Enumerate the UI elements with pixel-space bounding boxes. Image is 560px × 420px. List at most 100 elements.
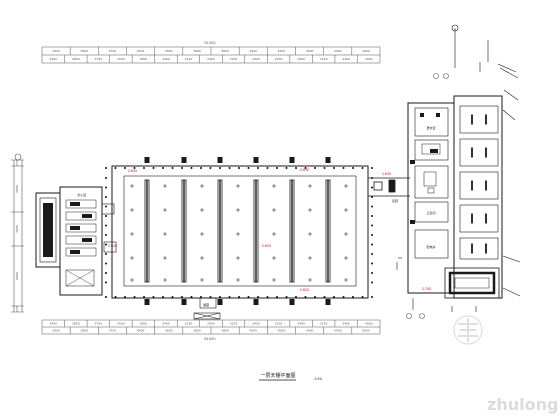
dimension-value: 3400: [306, 49, 314, 53]
dimension-value: 2400: [342, 322, 350, 326]
perimeter-dot: [143, 167, 145, 169]
dimension-value: 4500: [117, 322, 125, 326]
perimeter-dot: [333, 296, 335, 298]
column-top: [325, 157, 331, 163]
dimension-value: 2400: [162, 57, 170, 61]
perimeter-dot: [105, 281, 107, 284]
perimeter-dot: [371, 281, 373, 284]
perimeter-dot: [105, 186, 107, 189]
perimeter-dot: [285, 167, 288, 169]
dimension-value: 3750: [109, 329, 117, 333]
dimension-value: 3750: [109, 49, 117, 53]
ceiling-light-strips: [144, 179, 331, 283]
perimeter-dot: [190, 296, 193, 298]
dimension-value: 2800: [72, 322, 80, 326]
dimension-value: 3600: [15, 225, 19, 233]
perimeter-dot: [162, 167, 164, 169]
corridor: [368, 177, 410, 197]
dimension-value: 4500: [137, 49, 145, 53]
dimension-value: 3800: [221, 329, 229, 333]
perimeter-dot: [200, 167, 202, 169]
dimension-value: 3750: [95, 322, 103, 326]
perimeter-dot: [285, 296, 288, 298]
dimension-value: 4000: [362, 329, 370, 333]
dimension-value: 4500: [249, 329, 257, 333]
main-hall: [111, 165, 369, 299]
perimeter-dot: [105, 296, 107, 298]
watermark-text: zhulong.com: [487, 395, 560, 414]
perimeter-dot: [276, 296, 278, 298]
perimeter-dot: [105, 272, 107, 274]
perimeter-dot: [181, 296, 183, 298]
perimeter-dot: [133, 167, 136, 169]
dimension-value: 4500: [334, 49, 342, 53]
perimeter-dot: [105, 234, 107, 236]
right-wing-bays: [459, 105, 499, 260]
highlighted-room: [444, 267, 500, 299]
column-bottom: [253, 299, 259, 305]
column-top: [144, 157, 150, 163]
right-grid-bubbles: [406, 73, 449, 319]
dimension-value: 3600: [165, 329, 173, 333]
dimension-value: 3450: [52, 329, 60, 333]
perimeter-dot: [133, 296, 136, 298]
dimension-value: 4500: [117, 57, 125, 61]
perimeter-dot: [352, 167, 354, 169]
perimeter-dot: [361, 167, 364, 169]
perimeter-dot: [219, 167, 221, 169]
dimension-value: 4500: [334, 329, 342, 333]
hall-columns: [144, 157, 331, 305]
dimension-value: 2400: [252, 322, 260, 326]
column-top: [253, 157, 259, 163]
perimeter-dot: [105, 177, 107, 179]
right-room-label-1: 更衣室: [426, 125, 435, 130]
column-top: [217, 157, 223, 163]
perimeter-dot: [371, 272, 373, 274]
dimension-value: 2400: [297, 322, 305, 326]
perimeter-dot: [371, 215, 373, 217]
dimension-value: 270: [15, 160, 19, 166]
dimension-value: 3450: [49, 322, 57, 326]
level-right-bottom: 2.740: [422, 287, 431, 291]
right-room-label-3: 配电房: [426, 244, 435, 249]
perimeter-dot: [371, 296, 373, 298]
level-main-top-left: 2.620: [128, 169, 137, 173]
bottom-overall-dimension: 61000: [204, 337, 215, 341]
perimeter-dot: [228, 296, 231, 298]
column-bottom: [289, 299, 295, 305]
dimension-value: 2400: [252, 57, 260, 61]
perimeter-dot: [219, 296, 221, 298]
site-lines: [396, 24, 521, 312]
dimension-value: 2400: [207, 57, 215, 61]
perimeter-dot: [323, 296, 326, 298]
dimension-value: 3450: [52, 49, 60, 53]
perimeter-dot: [228, 167, 231, 169]
bay-outline: [459, 237, 499, 260]
hall-perimeter-markers: [105, 167, 373, 298]
perimeter-dot: [200, 296, 202, 298]
perimeter-dot: [105, 196, 107, 198]
dimension-value: 4500: [137, 329, 145, 333]
perimeter-dot: [114, 296, 117, 298]
dimension-value: 3800: [221, 49, 229, 53]
bay-outline: [459, 204, 499, 233]
watermark-logo: zhulong.com: [453, 315, 560, 414]
dimension-value: 4000: [278, 329, 286, 333]
perimeter-dot: [105, 167, 107, 169]
perimeter-dot: [105, 224, 107, 227]
perimeter-dot: [152, 167, 155, 169]
perimeter-dot: [238, 296, 240, 298]
dimension-value: 3450: [49, 57, 57, 61]
dimension-value: 4000: [362, 49, 370, 53]
left-wing-fixtures: [70, 202, 92, 254]
perimeter-dot: [333, 167, 335, 169]
top-overall-dimension: 61000: [204, 41, 215, 45]
perimeter-dot: [171, 296, 174, 298]
level-main-bottom: 2.620: [300, 288, 309, 292]
dimension-value: 3750: [95, 57, 103, 61]
perimeter-dot: [105, 215, 107, 217]
